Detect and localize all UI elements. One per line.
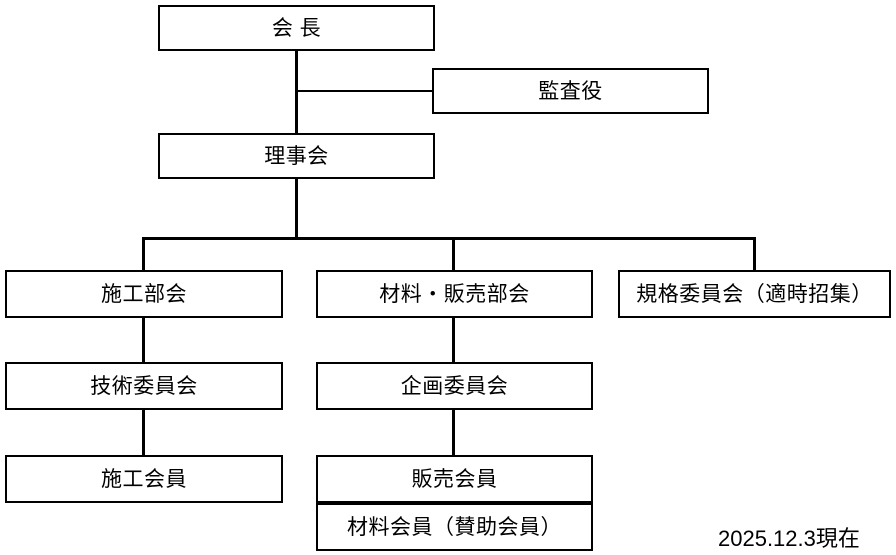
connector-planning-committee-to-sales-members	[452, 408, 455, 457]
node-materials-members[interactable]: 材料会員（賛助会員）	[316, 503, 593, 551]
node-sales-members-label: 販売会員	[411, 467, 498, 491]
node-planning-committee-label: 企画委員会	[400, 374, 509, 398]
node-standards-committee[interactable]: 規格委員会（適時招集）	[618, 270, 891, 318]
node-construction-division[interactable]: 施工部会	[5, 270, 283, 318]
node-construction-division-label: 施工部会	[101, 282, 187, 306]
connector-board-distribution-bar	[142, 237, 756, 240]
node-chairman[interactable]: 会 長	[158, 5, 435, 51]
connector-chairman-to-auditor	[295, 90, 434, 92]
node-auditor-label: 監査役	[538, 79, 603, 103]
node-sales-members[interactable]: 販売会員	[316, 455, 593, 503]
connector-technical-committee-to-construction-members	[142, 408, 145, 457]
node-auditor[interactable]: 監査役	[432, 68, 709, 114]
connector-board-stem	[295, 178, 298, 240]
connector-drop-materials-sales-division	[452, 237, 455, 272]
node-materials-sales-division[interactable]: 材料・販売部会	[316, 270, 593, 318]
node-technical-committee-label: 技術委員会	[90, 374, 198, 398]
node-standards-committee-label: 規格委員会（適時招集）	[636, 282, 873, 306]
node-construction-members[interactable]: 施工会員	[5, 455, 283, 503]
node-construction-members-label: 施工会員	[101, 467, 187, 491]
as-of-date-label: 2025.12.3現在	[718, 526, 860, 551]
connector-drop-construction-division	[142, 237, 145, 272]
node-materials-members-label: 材料会員（賛助会員）	[347, 515, 562, 539]
node-board-label: 理事会	[264, 144, 329, 168]
node-board[interactable]: 理事会	[158, 133, 435, 179]
node-planning-committee[interactable]: 企画委員会	[316, 362, 593, 410]
node-materials-sales-division-label: 材料・販売部会	[379, 282, 530, 306]
connector-drop-standards-committee	[753, 237, 756, 272]
connector-construction-division-to-technical-committee	[142, 316, 145, 364]
node-chairman-label: 会 長	[271, 16, 322, 40]
node-technical-committee[interactable]: 技術委員会	[5, 362, 283, 410]
connector-materials-sales-division-to-planning-committee	[452, 316, 455, 364]
